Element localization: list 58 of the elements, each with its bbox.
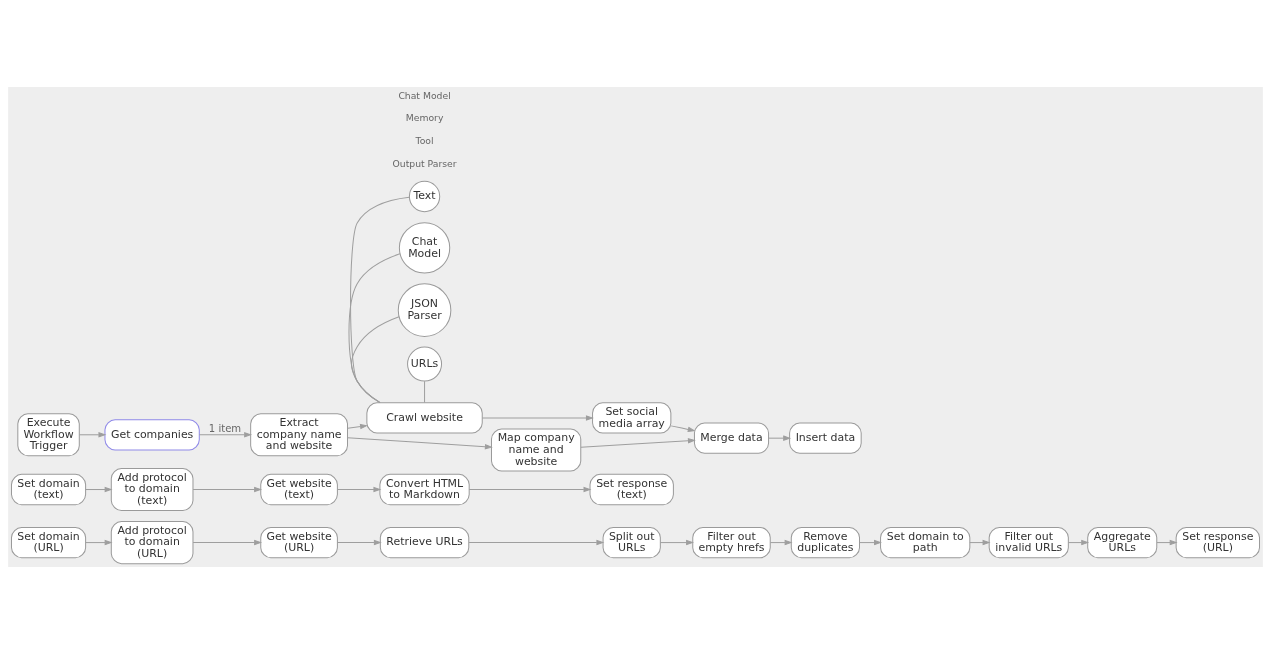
node-circle: Chat Model [398, 222, 451, 274]
arrow [659, 539, 695, 546]
node-box: Split out URLs [602, 526, 661, 559]
arrow [769, 539, 793, 546]
node-circle: Text [408, 180, 441, 213]
arrow [670, 425, 696, 433]
node-box: Set domain to path [880, 526, 971, 559]
node-circle: URLs [407, 346, 443, 382]
edge-label: 1 item [208, 422, 242, 434]
node-box: Get website (text) [260, 473, 338, 506]
arrow [336, 539, 382, 546]
label: Output Parser [392, 157, 457, 169]
arrow [192, 486, 263, 493]
node-box: Set social media array [592, 402, 672, 434]
arrow [468, 539, 605, 546]
label: Memory [405, 112, 444, 124]
node-box: Remove duplicates [790, 526, 860, 559]
label: Tool [415, 135, 434, 147]
node-box: Execute Workflow Trigger [17, 413, 80, 457]
node-box: Set response (URL) [1175, 526, 1260, 559]
connector [350, 196, 410, 404]
node-box: Set response (text) [589, 473, 674, 506]
node-box: Insert data [789, 422, 862, 454]
arrow [580, 438, 696, 448]
arrow [1156, 539, 1178, 546]
node-box: Convert HTML to Markdown [379, 473, 470, 506]
arrow [85, 486, 113, 493]
node-box: Crawl website [366, 402, 483, 434]
arrow [768, 435, 792, 441]
arrow [468, 486, 592, 493]
node-box: Get companies [104, 419, 200, 451]
arrow [198, 432, 253, 438]
arrow [1068, 539, 1090, 546]
node-box: Merge data [693, 422, 770, 454]
node-box: Set domain (text) [11, 473, 87, 506]
arrow [78, 432, 107, 438]
arrow [859, 539, 882, 546]
node-box: Aggregate URLs [1087, 526, 1158, 559]
arrow [85, 539, 113, 546]
node-box: Map company name and website [491, 428, 582, 472]
node-box: Filter out empty hrefs [692, 526, 771, 559]
arrow [192, 539, 263, 546]
node-box: Add protocol to domain (text) [110, 467, 194, 512]
arrow [347, 437, 493, 450]
node-box: Get website (URL) [260, 526, 338, 559]
node-circle: JSON Parser [397, 283, 452, 337]
arrow [969, 539, 991, 546]
node-box: Set domain (URL) [11, 526, 87, 559]
connector [424, 380, 426, 404]
arrow [336, 486, 382, 493]
arrow [481, 415, 594, 421]
node-box: Add protocol to domain (URL) [110, 521, 194, 565]
node-box: Extract company name and website [250, 413, 348, 457]
label: Chat Model [398, 89, 451, 101]
node-box: Filter out invalid URLs [988, 526, 1069, 559]
arrow [347, 423, 368, 430]
connector [348, 253, 401, 404]
node-box: Retrieve URLs [379, 526, 470, 559]
